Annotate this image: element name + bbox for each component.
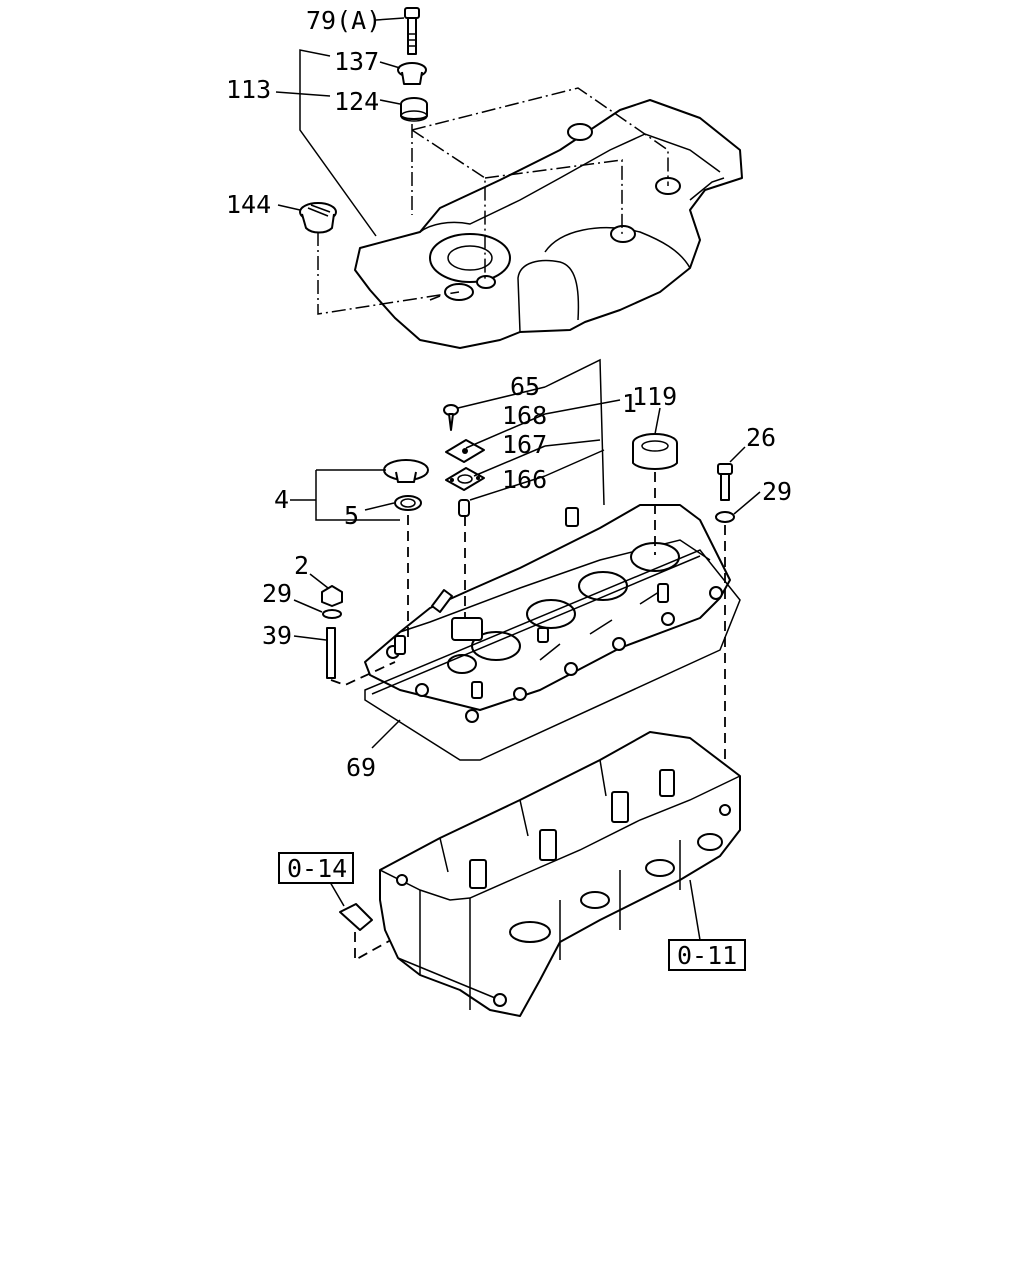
- label-39: 39: [262, 621, 292, 650]
- label-29-left: 29: [262, 579, 292, 608]
- ref-box-0-14[interactable]: [278, 852, 354, 884]
- oil-seal-119: [632, 433, 678, 470]
- plug-part: [339, 903, 373, 931]
- ref-label-0-14: 0-14: [287, 854, 347, 883]
- label-1: 1: [622, 389, 637, 418]
- label-69: 69: [346, 753, 376, 782]
- bolt-79a: [404, 7, 420, 55]
- engine-top-cover: [317, 87, 743, 349]
- bolt-26: [717, 463, 733, 501]
- leader-lines: [275, 17, 761, 941]
- callout-labels: 79(A) 137 113 124 144 65 1 168 167 119 1…: [226, 6, 792, 971]
- plate-168: [445, 439, 485, 463]
- bushing-124: [400, 97, 428, 122]
- cylinder-head: [379, 731, 741, 1017]
- label-113: 113: [226, 75, 271, 104]
- screw-65: [443, 404, 459, 431]
- gasket-69: [364, 549, 741, 761]
- washer-29-left: [322, 609, 342, 619]
- label-2: 2: [294, 551, 309, 580]
- label-4: 4: [274, 485, 289, 514]
- washer-29-right: [715, 511, 735, 523]
- label-65: 65: [510, 372, 540, 401]
- label-166: 166: [502, 465, 547, 494]
- label-5: 5: [344, 501, 359, 530]
- label-26: 26: [746, 423, 776, 452]
- ref-label-0-11: 0-11: [677, 941, 737, 970]
- label-124: 124: [334, 87, 379, 116]
- oil-filler-cap-4: [383, 459, 429, 483]
- label-79a: 79(A): [306, 6, 381, 35]
- stud-39: [326, 627, 336, 679]
- ref-box-0-11[interactable]: [668, 939, 746, 971]
- grommet-137: [397, 62, 427, 85]
- label-144: 144: [226, 190, 271, 219]
- cap-144: [299, 202, 337, 234]
- gasket-167: [445, 467, 485, 491]
- nut-2: [321, 585, 343, 607]
- label-137: 137: [334, 47, 379, 76]
- label-168: 168: [502, 401, 547, 430]
- label-167: 167: [502, 430, 547, 459]
- alignment-lines: [330, 472, 726, 962]
- label-29-right: 29: [762, 477, 792, 506]
- label-119: 119: [632, 382, 677, 411]
- valve-166: [458, 499, 470, 517]
- seal-5: [394, 495, 422, 511]
